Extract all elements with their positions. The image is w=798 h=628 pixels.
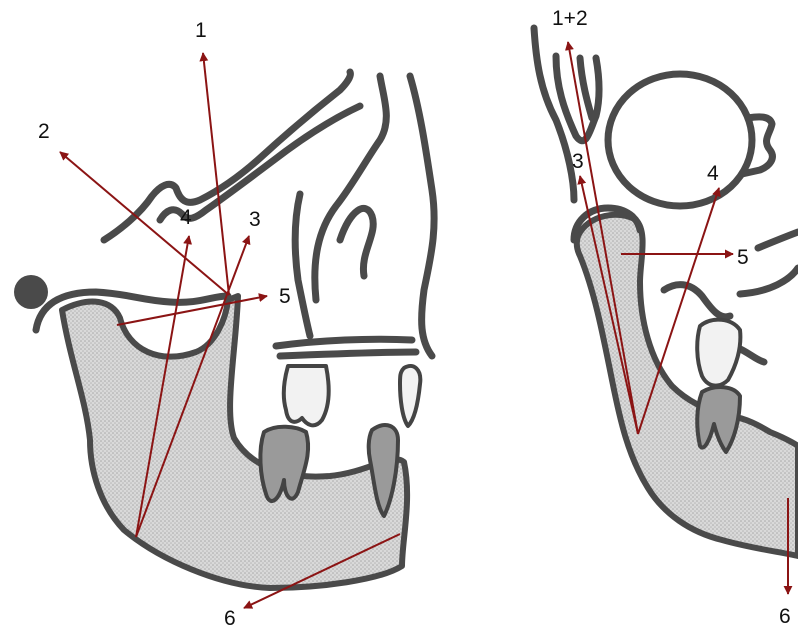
lateral-view: 1 2 3 4 5 6 xyxy=(14,19,434,628)
label-4: 4 xyxy=(180,206,192,229)
label-3: 3 xyxy=(249,208,261,231)
nasal-outline xyxy=(410,76,434,356)
frontal-view: 1+2 3 4 5 6 xyxy=(534,7,798,628)
ear-marker xyxy=(14,275,48,309)
maxilla-lower-curve xyxy=(740,268,798,294)
cheek-outline xyxy=(738,348,764,362)
maxilla-curve xyxy=(758,232,798,248)
label-5: 5 xyxy=(279,285,291,308)
frontal-upper-molar xyxy=(697,320,740,386)
orbit xyxy=(608,74,752,206)
label-4: 4 xyxy=(707,162,719,185)
cranial-base-outline xyxy=(104,72,350,240)
palate-line-2 xyxy=(280,352,416,356)
label-1: 1 xyxy=(195,19,207,42)
label-2: 2 xyxy=(38,120,50,143)
upper-incisor xyxy=(400,366,420,426)
maxilla-outline xyxy=(295,194,310,336)
label-1-2: 1+2 xyxy=(552,7,588,30)
label-5: 5 xyxy=(737,246,749,269)
vector-1 xyxy=(203,53,229,295)
label-6: 6 xyxy=(224,607,236,628)
palate-line xyxy=(276,339,412,346)
upper-molar xyxy=(284,366,329,425)
vector-2 xyxy=(60,152,229,295)
coronoid-outline xyxy=(664,285,730,317)
sinus-curve xyxy=(340,208,373,276)
frontal-mandible xyxy=(577,215,798,556)
label-3: 3 xyxy=(572,150,584,173)
label-6: 6 xyxy=(779,605,791,628)
frontal-septum-right xyxy=(580,58,592,118)
frontal-lower-molar xyxy=(697,387,740,452)
